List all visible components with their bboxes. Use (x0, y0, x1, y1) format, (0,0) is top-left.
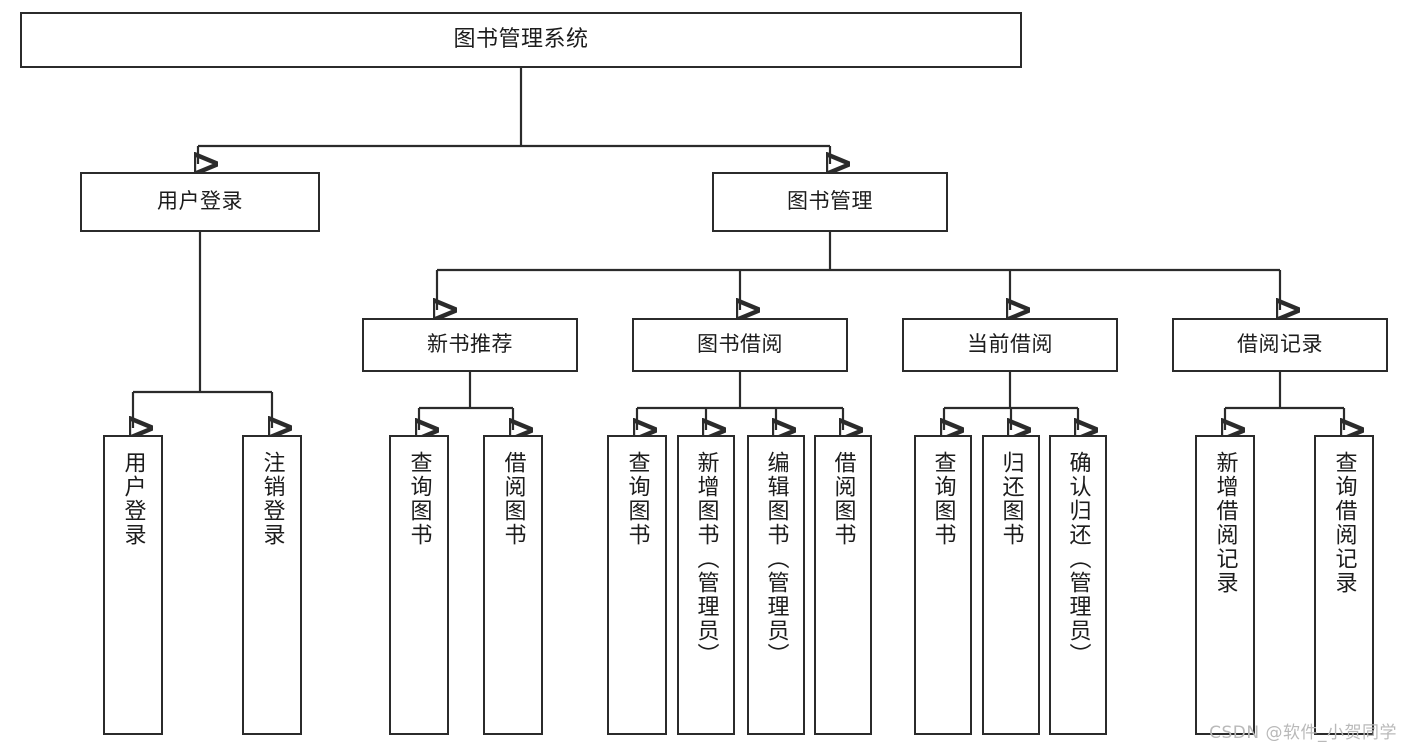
leaf-query-borrow-record[interactable]: 查询借阅记录 (1314, 435, 1374, 735)
node-user-login[interactable]: 用户登录 (80, 172, 320, 232)
node-label: 图书借阅 (697, 332, 783, 357)
leaf-user-login[interactable]: 用户登录 (103, 435, 163, 735)
node-label: 新增借阅记录 (1212, 451, 1238, 595)
node-label: 查询图书 (930, 451, 956, 547)
node-book-management[interactable]: 图书管理 (712, 172, 948, 232)
leaf-query-book-current[interactable]: 查询图书 (914, 435, 972, 735)
node-label: 新书推荐 (427, 332, 513, 357)
node-label: 借阅图书 (830, 451, 856, 547)
node-label: 查询图书 (406, 451, 432, 547)
node-new-book-recommend[interactable]: 新书推荐 (362, 318, 578, 372)
leaf-borrow-book-recommend[interactable]: 借阅图书 (483, 435, 543, 735)
leaf-add-borrow-record[interactable]: 新增借阅记录 (1195, 435, 1255, 735)
node-label: 确认归还（管理员） (1065, 451, 1091, 667)
node-label: 查询借阅记录 (1331, 451, 1357, 595)
node-book-borrow[interactable]: 图书借阅 (632, 318, 848, 372)
node-borrow-record[interactable]: 借阅记录 (1172, 318, 1388, 372)
leaf-logout[interactable]: 注销登录 (242, 435, 302, 735)
leaf-confirm-return-admin[interactable]: 确认归还（管理员） (1049, 435, 1107, 735)
node-label: 编辑图书（管理员） (763, 451, 789, 667)
node-label: 借阅记录 (1237, 332, 1323, 357)
node-label: 注销登录 (259, 451, 285, 547)
node-label: 归还图书 (998, 451, 1024, 547)
leaf-return-book[interactable]: 归还图书 (982, 435, 1040, 735)
node-label: 查询图书 (624, 451, 650, 547)
node-label: 新增图书（管理员） (693, 451, 719, 667)
leaf-edit-book-admin[interactable]: 编辑图书（管理员） (747, 435, 805, 735)
node-label: 当前借阅 (967, 332, 1053, 357)
node-label: 图书管理 (787, 189, 873, 214)
leaf-query-book-recommend[interactable]: 查询图书 (389, 435, 449, 735)
leaf-borrow-book[interactable]: 借阅图书 (814, 435, 872, 735)
node-current-borrow[interactable]: 当前借阅 (902, 318, 1118, 372)
node-label: 用户登录 (120, 451, 146, 547)
node-root-book-management-system[interactable]: 图书管理系统 (20, 12, 1022, 68)
leaf-add-book-admin[interactable]: 新增图书（管理员） (677, 435, 735, 735)
leaf-query-book-borrow[interactable]: 查询图书 (607, 435, 667, 735)
watermark: CSDN @软件_小贺同学 (1209, 723, 1397, 743)
node-label: 图书管理系统 (453, 26, 589, 52)
node-label: 用户登录 (157, 189, 243, 214)
node-label: 借阅图书 (500, 451, 526, 547)
